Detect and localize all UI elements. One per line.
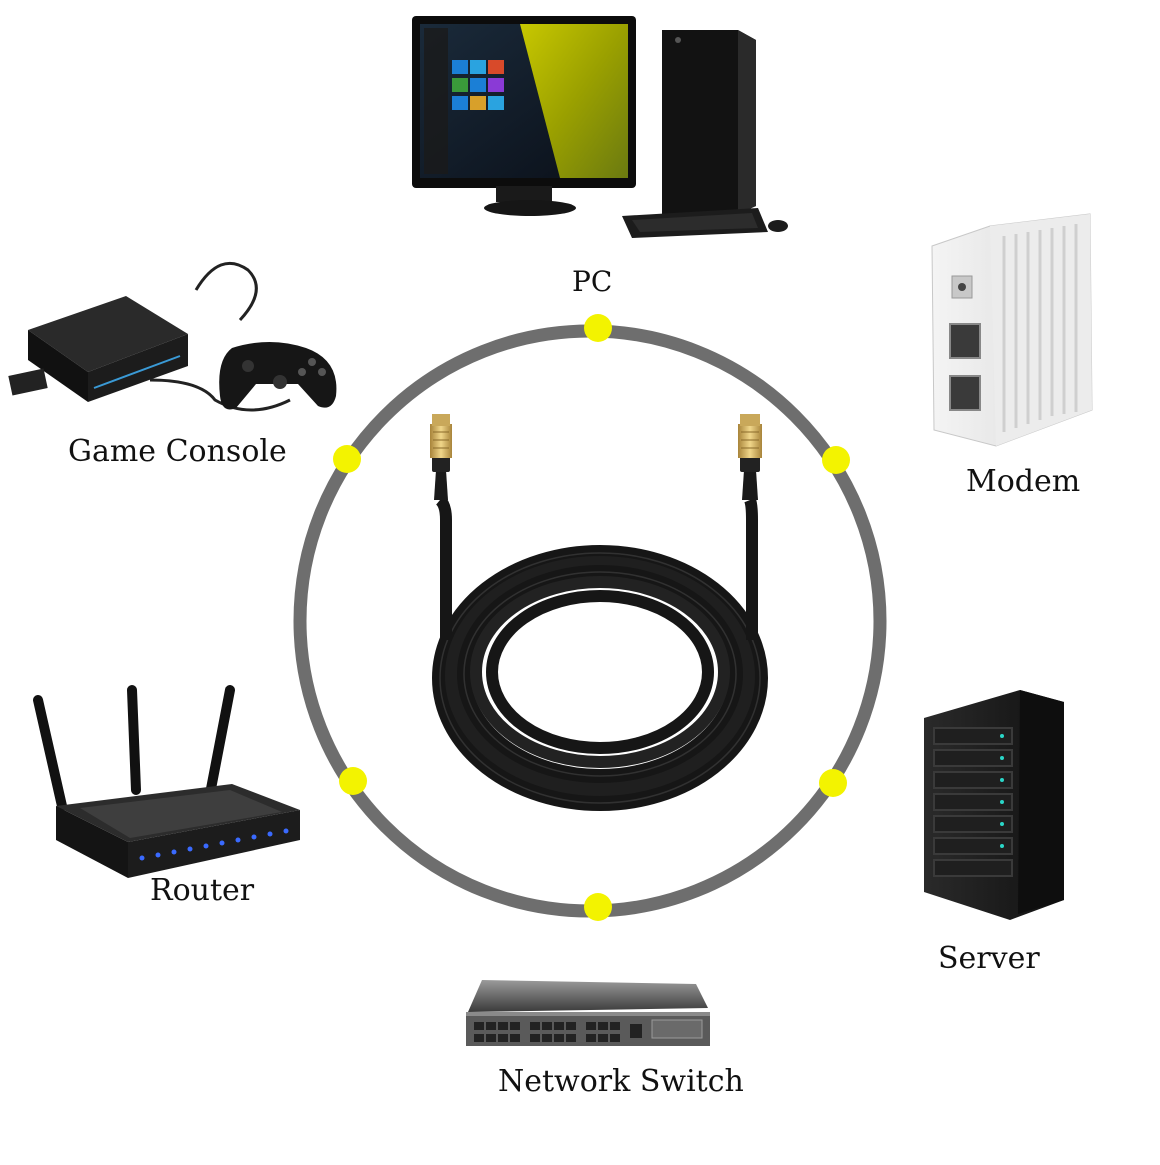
desktop-pc-icon: [412, 16, 788, 238]
network-switch-label: Network Switch: [498, 1064, 744, 1099]
router-icon: [33, 685, 300, 878]
pc-label: PC: [572, 265, 613, 298]
game-console-icon: [8, 261, 337, 412]
rj45-plug-right: [738, 414, 762, 500]
router-label: Router: [150, 873, 255, 908]
connector-dot-game: [333, 445, 361, 473]
connection-ring: [293, 324, 887, 918]
server-rack-icon: [924, 690, 1064, 920]
connector-dot-modem: [822, 446, 850, 474]
server-label: Server: [938, 941, 1040, 976]
connector-dots: [333, 314, 850, 921]
rj45-plug-left: [430, 414, 452, 500]
network-switch-icon: [466, 980, 710, 1046]
connector-dot-switch: [584, 893, 612, 921]
connector-dot-pc: [584, 314, 612, 342]
game-console-label: Game Console: [68, 434, 287, 469]
ethernet-cable-icon: [430, 414, 768, 811]
connector-dot-router: [339, 767, 367, 795]
modem-icon: [931, 213, 1093, 447]
connector-dot-server: [819, 769, 847, 797]
modem-label: Modem: [966, 464, 1081, 499]
